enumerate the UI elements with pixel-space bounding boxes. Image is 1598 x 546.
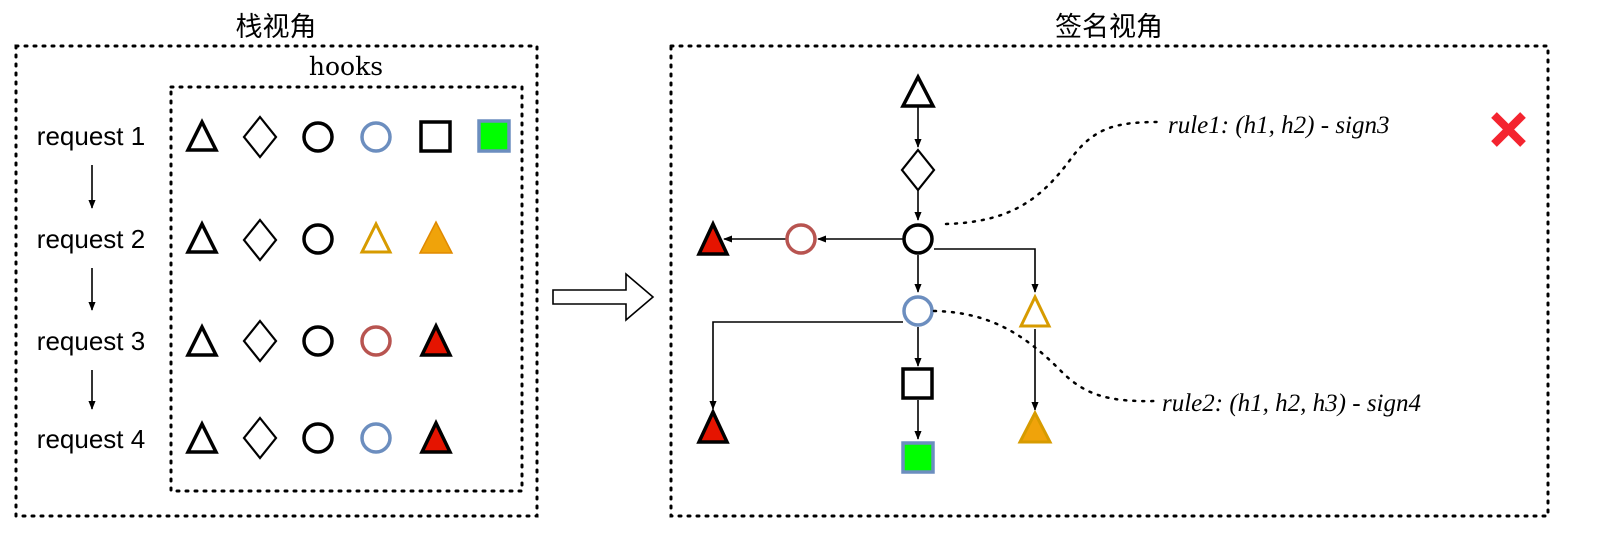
request-3-hooks	[185, 319, 453, 363]
signature-tree-nodes	[696, 73, 1053, 474]
stack-view-title: 栈视角	[236, 12, 317, 43]
circle-hook-icon	[302, 422, 334, 454]
cross-icon	[1491, 112, 1526, 147]
triangle-node-icon	[900, 73, 936, 108]
hooks-label: hooks	[309, 52, 383, 81]
diamond-hook-icon	[242, 416, 278, 460]
triangle-hook-icon	[185, 323, 219, 357]
diamond-hook-icon	[242, 218, 278, 262]
orange-triangle-node-icon	[1017, 409, 1053, 444]
rule2-label: rule2: (h1, h2, h3) - sign4	[1162, 390, 1421, 417]
triangle-hook-icon	[185, 420, 219, 454]
request-2-label: request 2	[37, 224, 145, 254]
signature-tree-edges	[709, 107, 1039, 440]
green-square-node-icon	[901, 441, 935, 474]
blue-circle-node-icon	[902, 295, 934, 327]
diamond-hook-icon	[242, 319, 278, 363]
square-hook-icon	[419, 120, 452, 153]
triangle-hook-icon	[185, 220, 219, 254]
circle-node-icon	[902, 223, 934, 255]
red-triangle-node-icon	[696, 219, 730, 256]
red-triangle-node-icon	[696, 407, 730, 444]
square-node-icon	[901, 367, 934, 400]
tree-edge	[934, 248, 1039, 293]
rule1-label: rule1: (h1, h2) - sign3	[1168, 112, 1390, 139]
stack-view-frame	[14, 44, 539, 518]
request-1-label: request 1	[37, 121, 145, 151]
triangle-hook-icon	[185, 118, 219, 152]
request-3-label: request 3	[37, 326, 145, 356]
circle-hook-icon	[302, 121, 334, 153]
blue-circle-hook-icon	[360, 422, 392, 454]
red-triangle-hook-icon	[419, 418, 453, 454]
diamond-node-icon	[900, 148, 936, 192]
red-circle-node-icon	[785, 223, 817, 255]
rule1-connector	[944, 120, 1164, 226]
green-square-hook-icon	[477, 119, 511, 153]
diamond-hook-icon	[242, 115, 278, 159]
transform-arrow-icon	[552, 272, 655, 322]
signature-view-frame	[669, 44, 1550, 518]
request-2-hooks	[185, 218, 454, 262]
request-1-hooks	[185, 115, 511, 159]
rule2-connector	[932, 309, 1158, 403]
red-circle-hook-icon	[360, 325, 392, 357]
signature-view-title: 签名视角	[1055, 12, 1163, 43]
circle-hook-icon	[302, 223, 334, 255]
blue-circle-hook-icon	[360, 121, 392, 153]
gold-triangle-node-icon	[1018, 293, 1052, 328]
hooks-frame	[169, 85, 524, 493]
request-4-hooks	[185, 416, 453, 460]
gold-triangle-hook-icon	[359, 220, 393, 254]
red-triangle-hook-icon	[419, 321, 453, 357]
orange-triangle-hook-icon	[418, 220, 454, 254]
request-4-label: request 4	[37, 424, 145, 454]
tree-edge	[709, 321, 903, 410]
circle-hook-icon	[302, 325, 334, 357]
